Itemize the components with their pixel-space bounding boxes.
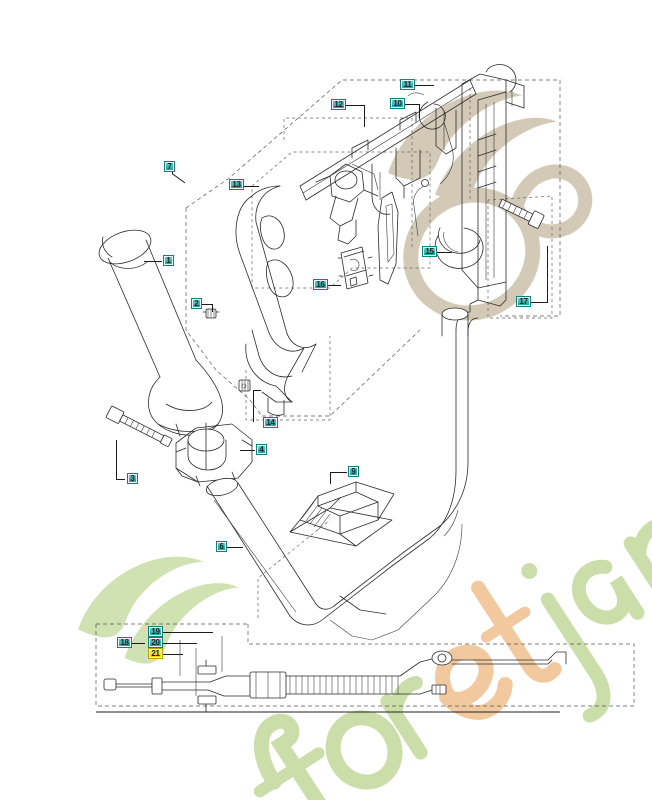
callout-10[interactable]: 10	[390, 98, 405, 109]
leader-11	[412, 85, 434, 86]
callout-1[interactable]: 1	[163, 255, 174, 266]
callout-13[interactable]: 13	[229, 179, 244, 190]
callout-2[interactable]: 2	[191, 298, 202, 309]
leader-3a	[116, 440, 117, 479]
leader-17b	[547, 246, 548, 303]
leader-12a	[343, 105, 365, 106]
callout-9[interactable]: 9	[348, 466, 359, 477]
callout-21[interactable]: 21	[148, 648, 163, 659]
callout-11[interactable]: 11	[400, 79, 415, 90]
leader-4	[240, 450, 255, 451]
callout-20[interactable]: 20	[148, 637, 163, 648]
callout-15[interactable]: 15	[422, 246, 437, 257]
leader-10b	[419, 104, 420, 118]
leader-14a	[253, 390, 254, 422]
callout-19[interactable]: 19	[148, 626, 163, 637]
callout-17[interactable]: 17	[516, 296, 531, 307]
leader-3b	[116, 479, 125, 480]
leader-7a	[172, 172, 173, 174]
callout-14[interactable]: 14	[263, 417, 278, 428]
leader-14b	[253, 390, 261, 391]
callout-16[interactable]: 16	[313, 279, 328, 290]
leader-12b	[364, 105, 365, 127]
leader-17a	[528, 302, 548, 303]
leader-20	[161, 643, 197, 644]
callout-12[interactable]: 12	[331, 99, 346, 110]
callout-6[interactable]: 6	[216, 541, 227, 552]
leader-9b	[330, 472, 331, 484]
leader-9a	[330, 472, 347, 473]
leader-6	[227, 547, 243, 548]
leader-21	[161, 654, 183, 655]
callout-4[interactable]: 4	[256, 444, 267, 455]
leader-7b	[171, 173, 186, 184]
callout-18[interactable]: 18	[117, 637, 132, 648]
leader-19	[161, 632, 213, 633]
callout-3[interactable]: 3	[127, 473, 138, 484]
leader-2b	[212, 304, 213, 312]
callout-7[interactable]: 7	[164, 161, 175, 172]
leader-1	[144, 261, 162, 262]
